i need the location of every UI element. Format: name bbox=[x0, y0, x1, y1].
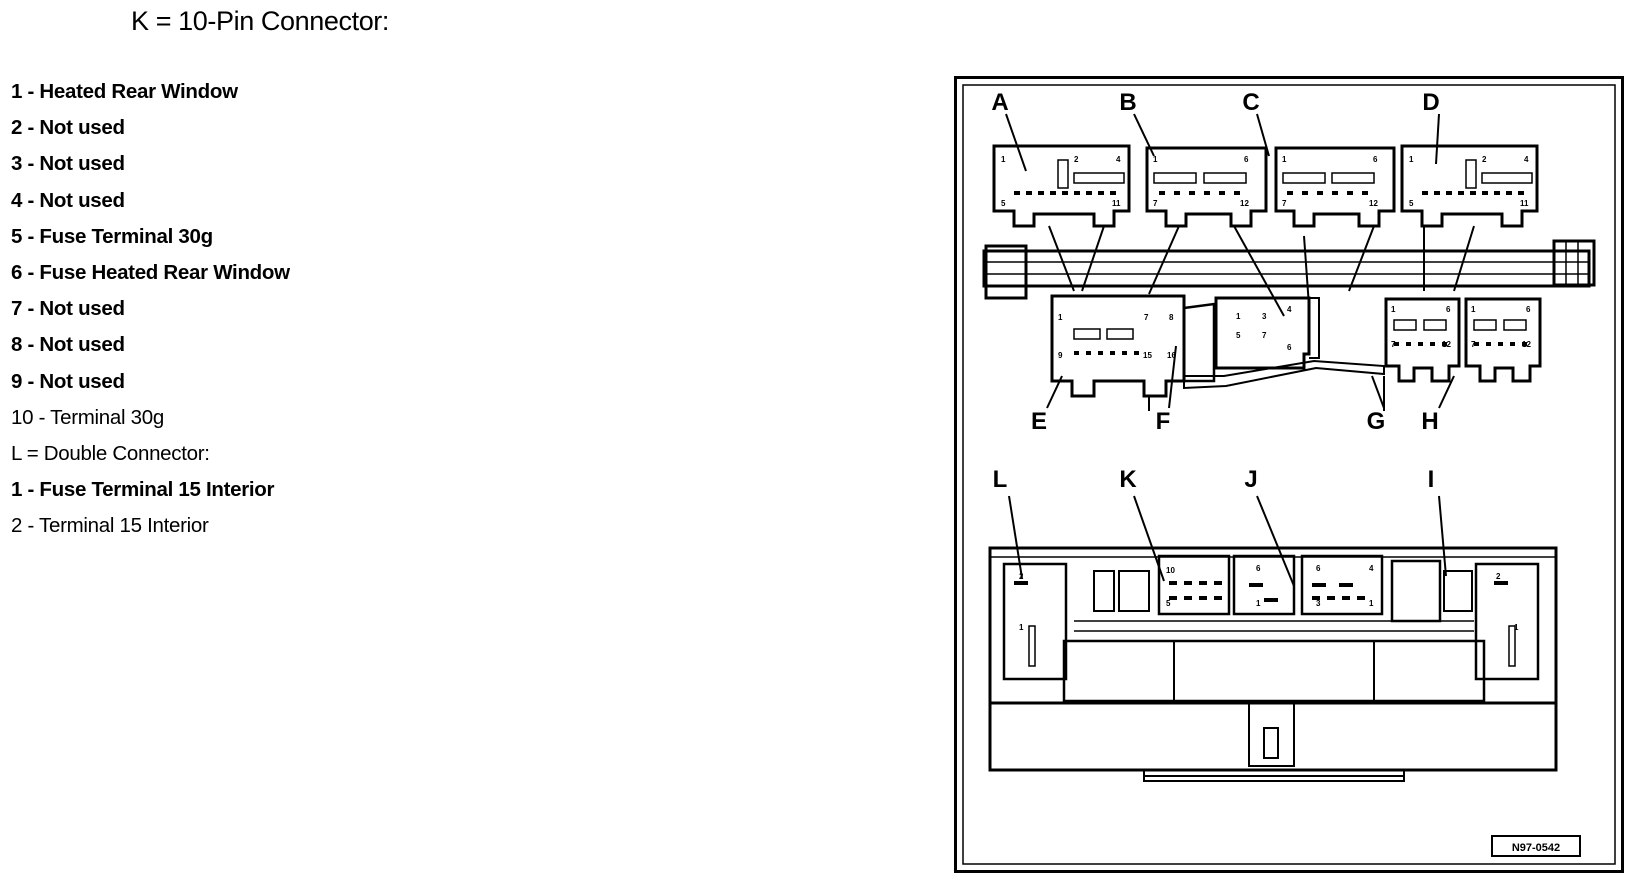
label-a: A bbox=[991, 89, 1008, 116]
pin-g-6: 6 bbox=[1446, 305, 1451, 314]
l-pin-2: 2 - Terminal 15 Interior bbox=[11, 514, 209, 538]
pin-c-7: 7 bbox=[1282, 199, 1287, 208]
diagram-inner-frame bbox=[962, 84, 1616, 865]
pin-l-1: 1 bbox=[1019, 623, 1024, 632]
pin-g-1: 1 bbox=[1391, 305, 1396, 314]
label-d: D bbox=[1422, 89, 1439, 116]
pin-a-1: 1 bbox=[1001, 155, 1006, 164]
pin-i-2: 2 bbox=[1496, 572, 1501, 581]
label-j: J bbox=[1244, 466, 1257, 493]
pin-k-6: 6 bbox=[1256, 564, 1261, 573]
pin-g-12: 12 bbox=[1442, 340, 1451, 349]
k-pin-6: 6 - Fuse Heated Rear Window bbox=[11, 260, 290, 284]
pin-h-1: 1 bbox=[1471, 305, 1476, 314]
bottom-pin-numbers: 10 6 5 1 6 4 3 1 2 1 2 1 bbox=[1019, 564, 1519, 632]
pin-k-10: 10 bbox=[1166, 566, 1175, 575]
label-e: E bbox=[1031, 408, 1047, 435]
l-heading: L = Double Connector: bbox=[11, 441, 210, 465]
pin-e-9: 9 bbox=[1058, 351, 1063, 360]
pin-e-16: 16 bbox=[1167, 351, 1176, 360]
pin-f-4: 4 bbox=[1287, 305, 1292, 314]
diagram-outer-frame bbox=[954, 76, 1624, 873]
pin-numbers: 1 2 4 5 11 1 6 7 12 1 6 7 12 1 2 4 5 11 … bbox=[1001, 155, 1531, 360]
pin-j-4: 4 bbox=[1369, 564, 1374, 573]
label-g: G bbox=[1367, 408, 1386, 435]
k-pin-7: 7 - Not used bbox=[11, 297, 125, 321]
pin-d-2: 2 bbox=[1482, 155, 1487, 164]
k-pin-5: 5 - Fuse Terminal 30g bbox=[11, 224, 213, 248]
pin-j-1: 1 bbox=[1369, 599, 1374, 608]
figure-code: N97-0542 bbox=[1512, 842, 1560, 854]
label-k: K bbox=[1119, 466, 1137, 493]
pin-e-7: 7 bbox=[1144, 313, 1149, 322]
label-i: I bbox=[1428, 466, 1435, 493]
k-pin-2: 2 - Not used bbox=[11, 116, 125, 140]
pin-b-1: 1 bbox=[1153, 155, 1158, 164]
pin-a-2: 2 bbox=[1074, 155, 1079, 164]
pin-j-3: 3 bbox=[1316, 599, 1321, 608]
pin-i-1: 1 bbox=[1514, 623, 1519, 632]
pin-c-1: 1 bbox=[1282, 155, 1287, 164]
pin-l-2: 2 bbox=[1019, 572, 1024, 581]
pin-d-4: 4 bbox=[1524, 155, 1529, 164]
pin-b-6: 6 bbox=[1244, 155, 1249, 164]
label-h: H bbox=[1421, 408, 1438, 435]
pin-j-6: 6 bbox=[1316, 564, 1321, 573]
label-l: L bbox=[993, 466, 1008, 493]
top-connector-block bbox=[982, 144, 1596, 411]
pin-e-1: 1 bbox=[1058, 313, 1063, 322]
relay-panel-diagram: A B C D E F G H L K J I 1 2 4 5 11 1 6 7… bbox=[954, 76, 1624, 873]
pin-b-12: 12 bbox=[1240, 199, 1249, 208]
k-pin-1: 1 - Heated Rear Window bbox=[11, 80, 238, 103]
pin-list: 1 - Heated Rear Window 2 - Not used 3 - … bbox=[11, 74, 290, 544]
pin-k-1: 1 bbox=[1256, 599, 1261, 608]
figure-code-box bbox=[1491, 835, 1581, 857]
k-pin-8: 8 - Not used bbox=[11, 333, 125, 357]
top-pin-dots bbox=[1014, 191, 1527, 355]
pin-b-7: 7 bbox=[1153, 199, 1158, 208]
pin-f-5: 5 bbox=[1236, 331, 1241, 340]
pin-a-4: 4 bbox=[1116, 155, 1121, 164]
k-pin-3: 3 - Not used bbox=[11, 152, 125, 176]
pin-e-8: 8 bbox=[1169, 313, 1174, 322]
label-f: F bbox=[1156, 408, 1171, 435]
label-c: C bbox=[1242, 89, 1259, 116]
pin-k-5: 5 bbox=[1166, 599, 1171, 608]
pin-e-15: 15 bbox=[1143, 351, 1152, 360]
pin-h-7: 7 bbox=[1471, 340, 1476, 349]
pin-c-6: 6 bbox=[1373, 155, 1378, 164]
connector-letters: A B C D E F G H L K J I bbox=[991, 89, 1439, 493]
pin-d-1: 1 bbox=[1409, 155, 1414, 164]
pin-a-5: 5 bbox=[1001, 199, 1006, 208]
k-pin-4: 4 - Not used bbox=[11, 188, 125, 212]
pin-f-1: 1 bbox=[1236, 312, 1241, 321]
pin-f-7: 7 bbox=[1262, 331, 1267, 340]
pin-f-6: 6 bbox=[1287, 343, 1292, 352]
pin-h-12: 12 bbox=[1522, 340, 1531, 349]
pin-g-7: 7 bbox=[1391, 340, 1396, 349]
pin-d-11: 11 bbox=[1520, 199, 1529, 208]
pin-c-12: 12 bbox=[1369, 199, 1378, 208]
pin-h-6: 6 bbox=[1526, 305, 1531, 314]
l-pin-1: 1 - Fuse Terminal 15 Interior bbox=[11, 478, 275, 502]
page-title: K = 10-Pin Connector: bbox=[131, 6, 390, 36]
pin-a-11: 11 bbox=[1112, 199, 1121, 208]
k-pin-9: 9 - Not used bbox=[11, 369, 125, 393]
label-b: B bbox=[1119, 89, 1136, 116]
bottom-relay-panel bbox=[988, 546, 1558, 782]
pin-f-3: 3 bbox=[1262, 312, 1267, 321]
k-pin-10: 10 - Terminal 30g bbox=[11, 405, 164, 429]
pin-d-5: 5 bbox=[1409, 199, 1414, 208]
bottom-pin-dots bbox=[1014, 581, 1508, 602]
